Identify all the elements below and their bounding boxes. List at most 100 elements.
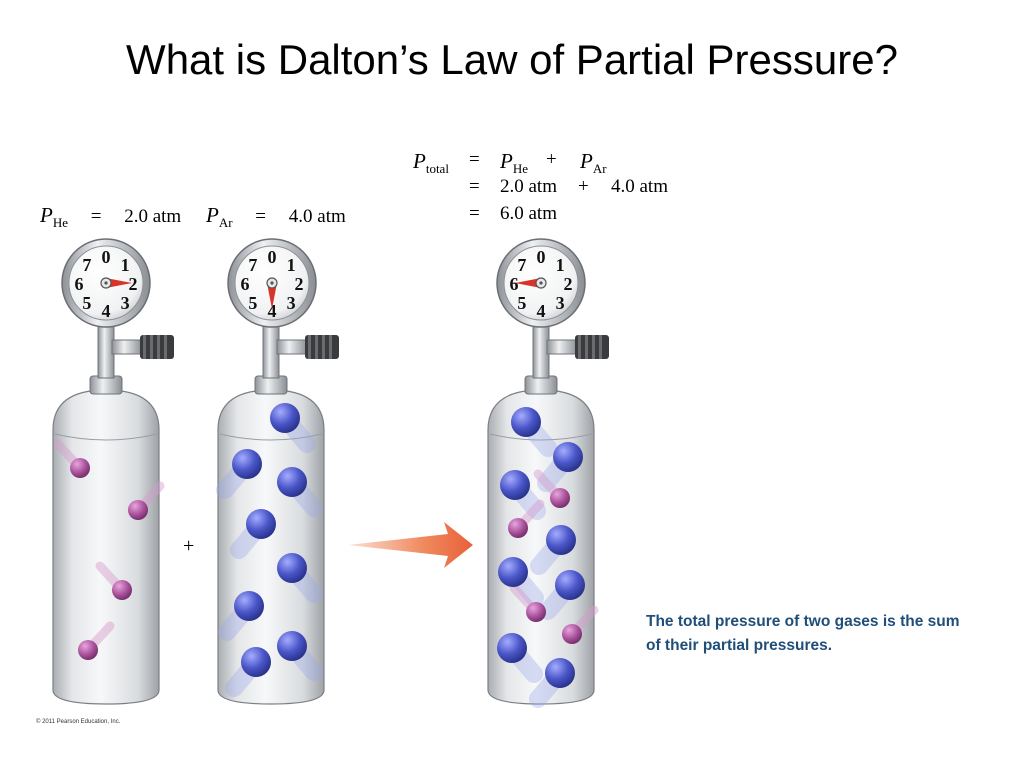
plus-operator: + [546, 149, 557, 170]
gauge-number: 3 [556, 293, 565, 313]
plus-symbol: + [183, 535, 195, 557]
symbol-p: P [413, 149, 426, 173]
tank-shoulder-line [219, 433, 323, 441]
equals-sign: = [255, 206, 267, 227]
symbol-p: P [580, 149, 593, 173]
gauge-pivot-center [539, 281, 543, 285]
gauge-number: 6 [75, 274, 84, 294]
reaction-arrow [348, 522, 473, 568]
gauge-number: 6 [510, 274, 519, 294]
symbol-p: P [500, 149, 513, 173]
tank-shoulder-line [489, 433, 593, 441]
valve-knob-shape [575, 335, 609, 359]
subscript-he: He [52, 215, 68, 230]
helium-atom [78, 640, 98, 660]
helium-atom [128, 500, 148, 520]
equals-sign: = [469, 176, 480, 197]
helium-atom [70, 458, 90, 478]
subscript-ar: Ar [218, 215, 233, 230]
tank-shoulder-line [54, 433, 158, 441]
equals-sign: = [90, 206, 102, 227]
argon-atom [555, 570, 585, 600]
valve-knob [305, 335, 339, 359]
valve-knob [140, 335, 174, 359]
tank-neck [524, 375, 558, 395]
argon-atom [511, 407, 541, 437]
equation-he: PHe = 2.0 atm [40, 203, 181, 231]
gauge-pivot-center [270, 281, 274, 285]
argon-atom [234, 591, 264, 621]
gauge-number: 1 [121, 255, 130, 275]
argon-atom [545, 658, 575, 688]
valve-pipe [111, 339, 143, 355]
gauge-number: 2 [564, 274, 573, 294]
argon-atom [277, 467, 307, 497]
equals-sign: = [469, 203, 480, 224]
equals-sign: = [469, 149, 480, 170]
tank-neck [89, 375, 123, 395]
gauge-number: 3 [287, 293, 296, 313]
argon-atom [497, 633, 527, 663]
slide-title: What is Dalton’s Law of Partial Pressure… [126, 36, 898, 83]
gauge-pivot-center [104, 281, 108, 285]
gauge-number: 0 [268, 247, 277, 267]
helium-atom [508, 518, 528, 538]
gauge-number: 6 [241, 274, 250, 294]
subscript-he: He [512, 161, 528, 176]
value-total: 6.0 atm [500, 203, 557, 224]
subscript-total: total [425, 161, 449, 176]
argon-atom [277, 631, 307, 661]
gauge-needle [106, 278, 132, 288]
value-he: 2.0 atm [500, 176, 557, 197]
term-he: PHe [500, 149, 528, 177]
plus-operator: + [578, 176, 589, 197]
gauge-number: 1 [556, 255, 565, 275]
equation-ar: PAr = 4.0 atm [206, 203, 346, 231]
term-ar: PAr [580, 149, 607, 177]
value-he: 2.0 atm [124, 206, 182, 227]
argon-atom [498, 557, 528, 587]
helium-atom [550, 488, 570, 508]
copyright-notice: © 2011 Pearson Education, Inc. [36, 719, 121, 725]
value-ar: 4.0 atm [288, 206, 346, 227]
valve-pipe [546, 339, 578, 355]
helium-atom [112, 580, 132, 600]
gauge-number: 2 [129, 274, 138, 294]
symbol-p: P [40, 203, 53, 227]
gauge-number: 4 [102, 301, 111, 321]
tank-neck [254, 375, 288, 395]
valve-knob-shape [305, 335, 339, 359]
gauge-number: 5 [248, 293, 257, 313]
helium-atom [562, 624, 582, 644]
gauge-number: 7 [248, 255, 257, 275]
argon-atom [270, 403, 300, 433]
valve-pipe [276, 339, 308, 355]
argon-atom [500, 470, 530, 500]
gauge-number: 3 [121, 293, 130, 313]
gauge-number: 7 [82, 255, 91, 275]
gauge-number: 1 [287, 255, 296, 275]
gauge-needle [267, 283, 277, 309]
equation-total-line1: Ptotal [413, 149, 449, 177]
gauge-number: 0 [102, 247, 111, 267]
gauge-number: 5 [517, 293, 526, 313]
gauge-number: 5 [82, 293, 91, 313]
argon-atom [232, 449, 262, 479]
symbol-p: P [206, 203, 219, 227]
gauge-number: 0 [537, 247, 546, 267]
valve-knob-shape [140, 335, 174, 359]
argon-atom [246, 509, 276, 539]
gauge-number: 4 [537, 301, 546, 321]
valve-knob [575, 335, 609, 359]
argon-atom [546, 525, 576, 555]
argon-atom [241, 647, 271, 677]
gauge-number: 2 [295, 274, 304, 294]
gauge-needle [515, 278, 541, 288]
